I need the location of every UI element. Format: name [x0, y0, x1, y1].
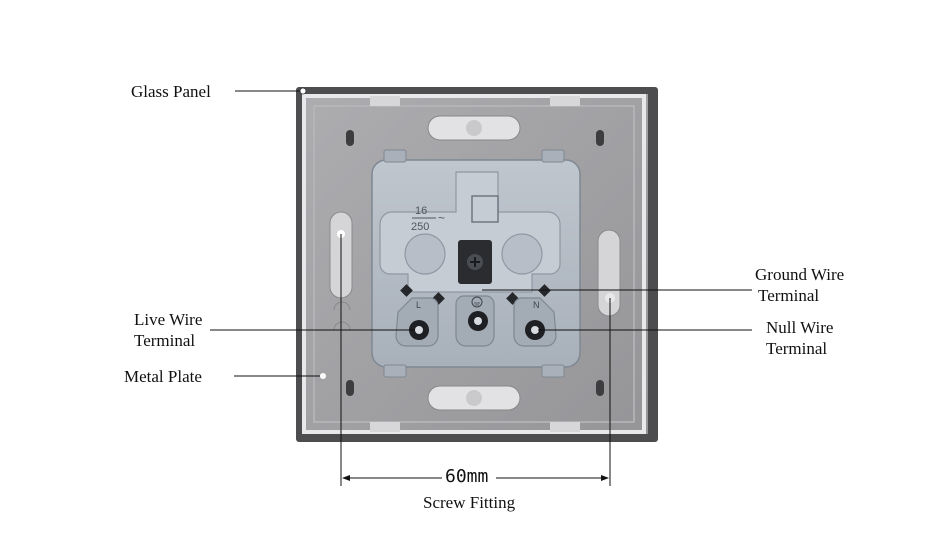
dimension-arrow-left	[342, 475, 350, 481]
corner-hole	[596, 130, 604, 146]
rating-bottom: 250	[411, 221, 429, 233]
corner-hole	[346, 130, 354, 146]
right-screw-slot	[597, 229, 621, 317]
frame-clip	[370, 96, 400, 106]
pin-boss-right	[501, 233, 543, 275]
screw-fitting-label: Screw Fitting	[423, 493, 516, 512]
glass-panel-point	[299, 87, 307, 95]
frame-clip	[550, 96, 580, 106]
terminal-null-letter: N	[533, 300, 540, 310]
rating-top: 16	[415, 205, 427, 217]
terminal-live-letter: L	[416, 300, 421, 310]
metal-plate-label: Metal Plate	[124, 367, 202, 386]
frame-clip	[550, 422, 580, 432]
dimension-arrow-right	[601, 475, 609, 481]
corner-hole	[346, 380, 354, 396]
ground-symbol	[471, 296, 483, 308]
diamond-mark	[400, 284, 413, 297]
frame-clip	[370, 422, 400, 432]
live-wire-terminal-label: Live Wire Terminal	[134, 310, 203, 350]
dimension-label: 60mm	[445, 466, 489, 487]
plate-frame	[302, 94, 646, 434]
null-wire-terminal-label: Null Wire Terminal	[766, 318, 834, 358]
rating-symbol: ~	[438, 211, 445, 225]
glass-panel-label: Glass Panel	[131, 82, 211, 101]
ground-wire-terminal-label: Ground Wire Terminal	[755, 265, 845, 305]
metal-plate-point	[320, 373, 326, 379]
corner-hole	[596, 380, 604, 396]
pin-boss-left	[404, 233, 446, 275]
